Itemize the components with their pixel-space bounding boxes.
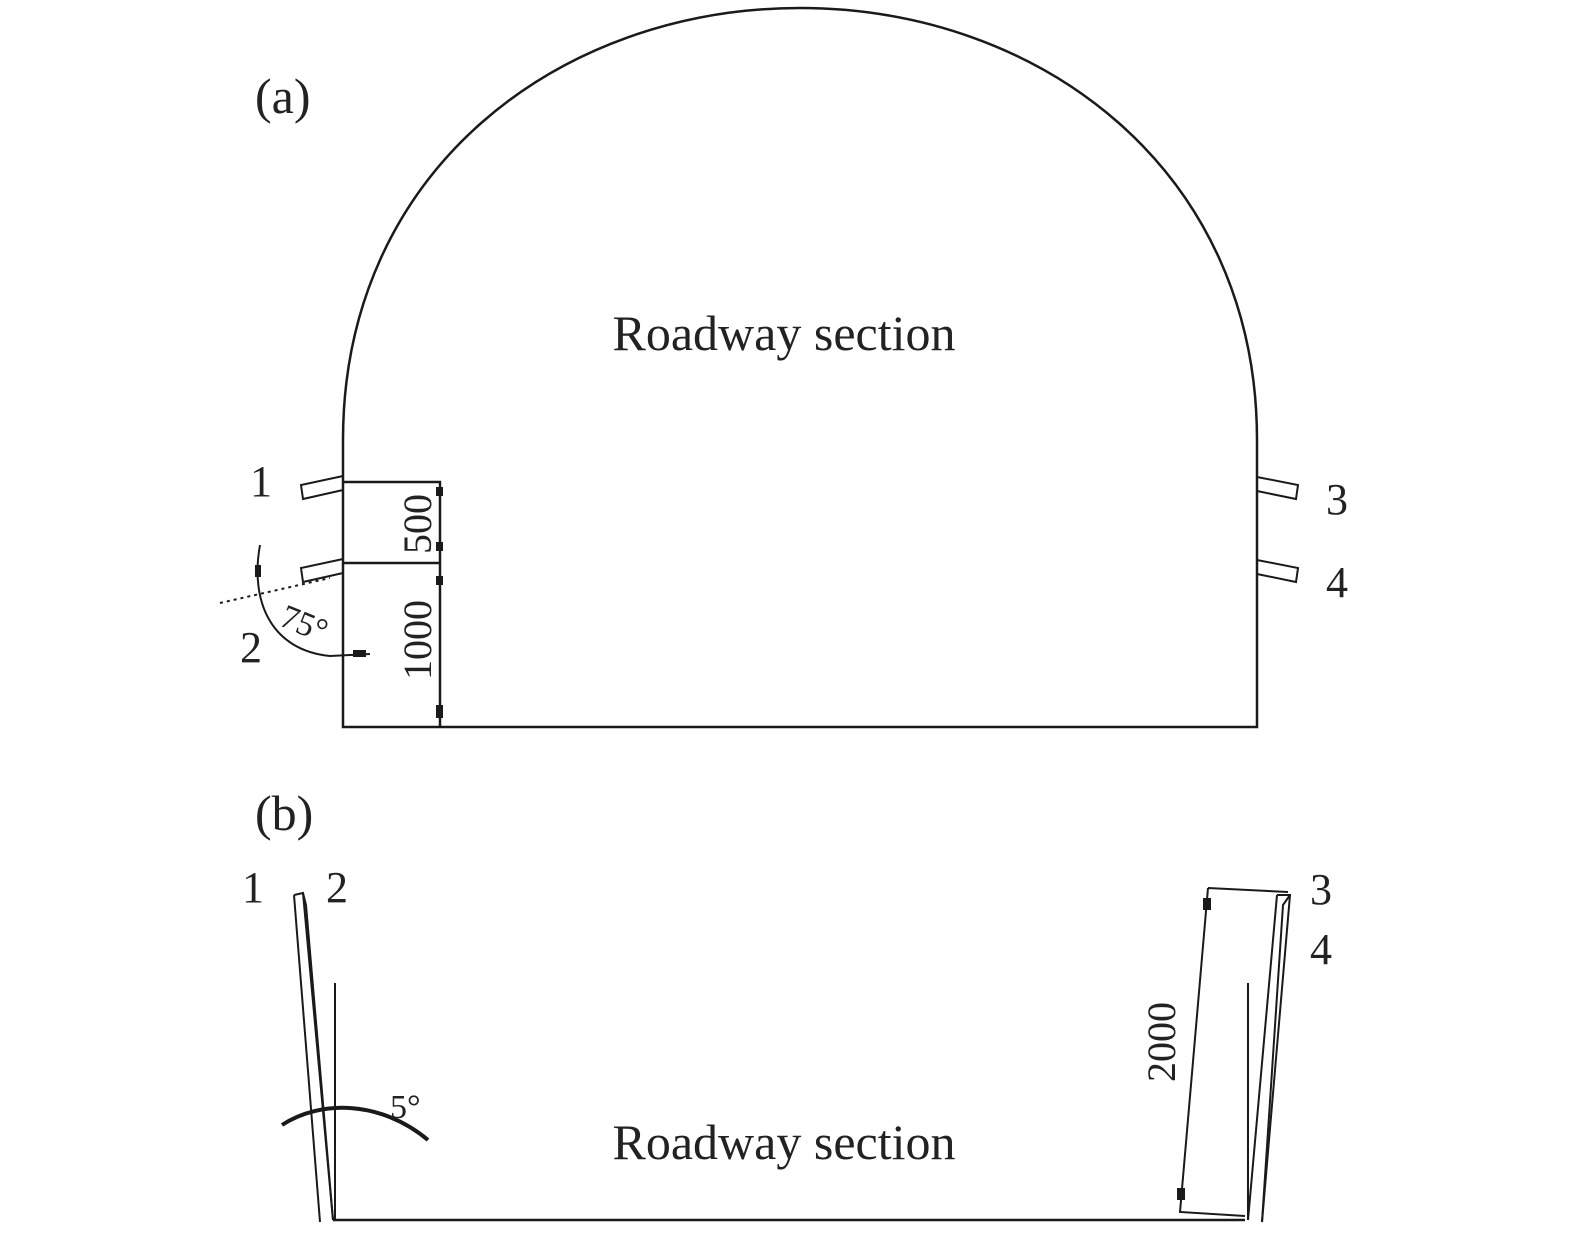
panel-a-label: (a) bbox=[255, 68, 311, 124]
dimension-arrow bbox=[1203, 898, 1211, 910]
angle-arrow bbox=[353, 650, 366, 657]
section-label-b: Roadway section bbox=[613, 1114, 956, 1170]
anchor-2-a bbox=[299, 558, 344, 584]
anchor-2-b bbox=[302, 892, 334, 1221]
anchor-3-a bbox=[1256, 476, 1300, 501]
anchor-label-1-a: 1 bbox=[250, 457, 272, 506]
anchor-label-2-b: 2 bbox=[326, 863, 348, 912]
anchor-label-2-a: 2 bbox=[240, 623, 262, 672]
panel-a: (a) Roadway section 1 2 3 4 500 1000 75° bbox=[219, 6, 1348, 729]
dimension-1000: 1000 bbox=[395, 600, 440, 680]
anchor-label-1-b: 1 bbox=[242, 863, 264, 912]
panel-b-label: (b) bbox=[255, 785, 313, 841]
anchor-label-4-a: 4 bbox=[1326, 558, 1348, 607]
dimension-extension-lines bbox=[343, 480, 442, 727]
dimension-frame-2000 bbox=[1178, 887, 1289, 1217]
anchor-label-3-a: 3 bbox=[1326, 475, 1348, 524]
angle-arc-5 bbox=[280, 1105, 430, 1142]
dimension-arrow bbox=[436, 542, 443, 551]
anchor-4-b bbox=[1261, 894, 1291, 1223]
dimension-arrow bbox=[1177, 1188, 1185, 1200]
section-label-a: Roadway section bbox=[613, 305, 956, 361]
roadway-outline-a bbox=[341, 6, 1259, 729]
dimension-500: 500 bbox=[395, 494, 440, 554]
angle-75: 75° bbox=[275, 598, 333, 650]
anchor-3-b bbox=[1247, 894, 1292, 1223]
anchor-4-a bbox=[1256, 559, 1300, 584]
dimension-2000: 2000 bbox=[1139, 1002, 1184, 1082]
anchor-label-4-b: 4 bbox=[1310, 925, 1332, 974]
dimension-arrow bbox=[436, 487, 443, 496]
anchor-label-3-b: 3 bbox=[1310, 865, 1332, 914]
anchor-1-b bbox=[293, 891, 334, 1223]
panel-b: (b) 1 2 5° 2000 3 4 Roadway section bbox=[242, 785, 1332, 1223]
angle-arrow bbox=[255, 565, 261, 577]
angle-5: 5° bbox=[390, 1089, 421, 1126]
anchor-1-a bbox=[299, 475, 344, 501]
angle-reference-line bbox=[219, 577, 331, 604]
dimension-arrow bbox=[436, 576, 443, 585]
dimension-arrow bbox=[436, 705, 443, 718]
